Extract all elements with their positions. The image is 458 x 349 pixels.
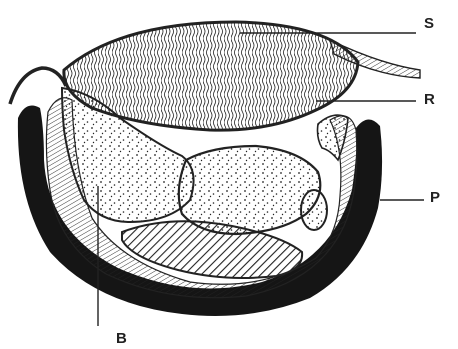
label-b: B [116, 331, 127, 346]
fibrous-body [64, 22, 358, 130]
stippled-nodule [301, 190, 327, 230]
label-s: S [424, 16, 434, 31]
label-r: R [424, 92, 435, 107]
left-stalk [10, 68, 66, 104]
label-p: P [430, 190, 440, 205]
